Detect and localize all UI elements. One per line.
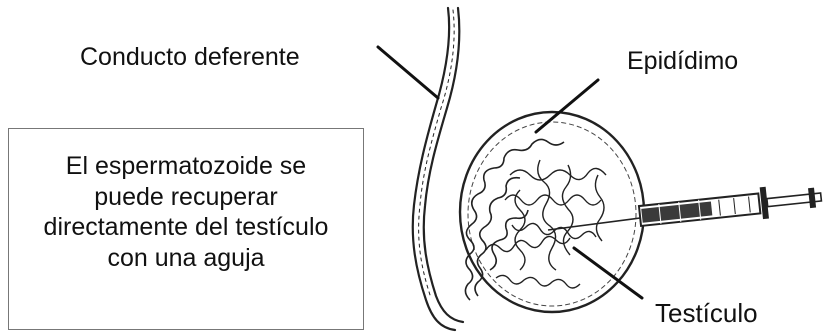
pointer-vas-deferens [376, 45, 440, 100]
caption-box: El espermatozoide se puede recuperar dir… [8, 128, 364, 330]
epididymis-label: Epidídimo [627, 47, 739, 75]
testicle-label: Testículo [655, 298, 758, 328]
pointer-testicle [572, 246, 644, 300]
vas-deferens-label: Conducto deferente [80, 43, 300, 71]
pointer-epididymis [534, 78, 600, 134]
syringe-icon [547, 186, 823, 231]
seminiferous-tubules [485, 159, 607, 289]
pointer-lines [376, 45, 644, 300]
caption-text: El espermatozoide se puede recuperar dir… [43, 152, 329, 272]
testicle-inner-outline [467, 121, 637, 307]
epididymis-coil [464, 138, 565, 301]
vas-deferens-tube [411, 6, 465, 332]
